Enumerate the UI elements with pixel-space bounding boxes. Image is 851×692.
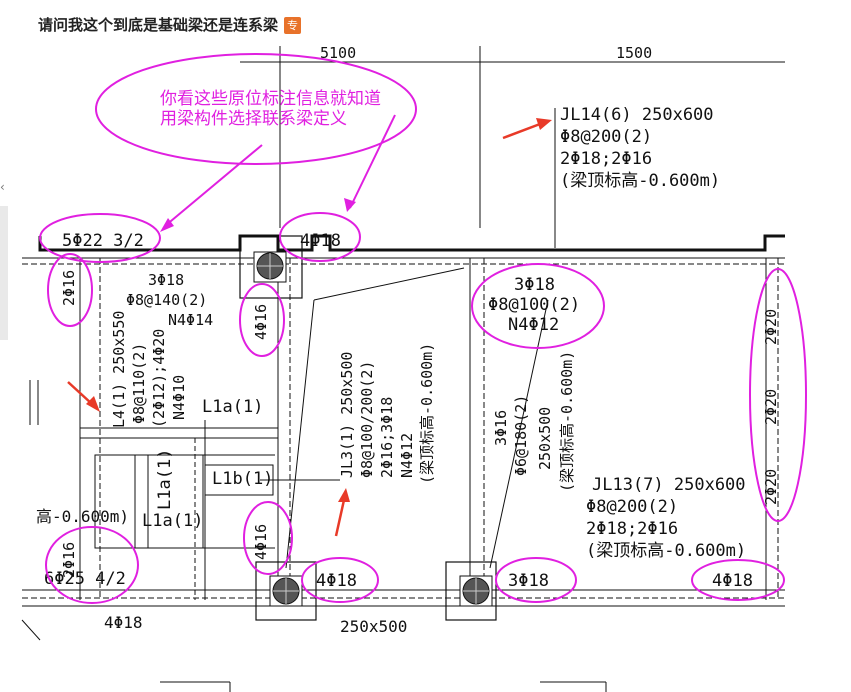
side-panel-edge: [0, 206, 8, 340]
rebar-right-v1: 2Φ20: [762, 309, 780, 345]
question-title: 请问我这个到底是基础梁还是连系梁专: [38, 14, 302, 35]
jl13-line2: Φ8@200(2): [586, 497, 678, 517]
l4-line1: L4(1) 250x550: [110, 311, 128, 428]
jl3-line1: JL3(1) 250x500: [338, 352, 356, 478]
jl14-line3: 2Φ18;2Φ16: [560, 149, 652, 169]
left-top-line1: 3Φ18: [148, 271, 184, 289]
right-vertical-line3: 250x500: [536, 407, 554, 470]
rebar-bottom-right: 4Φ18: [712, 571, 753, 591]
right-vertical-line1: 3Φ16: [492, 410, 510, 446]
annotation-text: 你看这些原位标注信息就知道 用梁构件选择联系梁定义: [160, 89, 381, 129]
center-top-line3: N4Φ12: [508, 315, 559, 335]
l1b-label-1: L1b(1): [212, 469, 273, 489]
rebar-col-vertical-bottom: 4Φ16: [252, 524, 270, 560]
cad-lines: [21, 46, 785, 692]
l1a-label-3: L1a(1): [142, 511, 203, 531]
column-marker: [269, 575, 303, 607]
right-vertical-line4: (梁顶标高-0.600m): [558, 351, 576, 492]
center-top-line2: Φ8@100(2): [488, 295, 580, 315]
jl13-line1: JL13(7) 250x600: [592, 475, 746, 495]
rebar-right-v2: 2Φ20: [762, 389, 780, 425]
l4-line3: (2Φ12);4Φ20: [150, 329, 168, 428]
red-arrows: [67, 118, 552, 537]
cad-text: 5100 1500 JL14(6) 250x600 Φ8@200(2) 2Φ18…: [36, 44, 780, 636]
center-top-line1: 3Φ18: [514, 275, 555, 295]
jl3-line3: 2Φ16;3Φ18: [378, 397, 396, 478]
column-marker: [459, 575, 493, 607]
left-top-line2: Φ8@140(2): [126, 291, 207, 309]
rebar-col-vertical-top: 4Φ16: [252, 304, 270, 340]
left-partial-elevation: 高-0.600m): [36, 507, 129, 526]
annotation-line1: 你看这些原位标注信息就知道: [160, 89, 381, 109]
rebar-bottom-center2: 3Φ18: [508, 571, 549, 591]
rebar-bottom-far-left: 4Φ18: [104, 613, 143, 632]
jl14-line1: JL14(6) 250x600: [560, 105, 714, 125]
l1a-label-1: L1a(1): [202, 397, 263, 417]
markup-circles: [39, 53, 807, 604]
dim-top-left: 5100: [320, 44, 356, 62]
l1a-label-2: L1a(1): [155, 449, 175, 510]
l4-line4: N4Φ10: [170, 375, 188, 420]
jl13-line3: 2Φ18;2Φ16: [586, 519, 678, 539]
rebar-top-left: 5Φ22 3/2: [62, 231, 144, 251]
rebar-right-v3: 2Φ20: [762, 469, 780, 505]
dim-top-right: 1500: [616, 44, 652, 62]
rebar-bottom-left: 6Φ25 4/2: [44, 569, 126, 589]
right-vertical-line2: Φ6@180(2): [512, 395, 530, 476]
jl14-line4: (梁顶标高-0.600m): [560, 171, 720, 191]
jl14-line2: Φ8@200(2): [560, 127, 652, 147]
jl3-line4: N4Φ12: [398, 433, 416, 478]
rebar-top-center: 4Φ18: [300, 231, 341, 251]
rebar-left-vertical-top: 2Φ16: [60, 270, 78, 306]
rebar-bottom-center: 4Φ18: [316, 571, 357, 591]
jl3-line5: (梁顶标高-0.600m): [418, 343, 436, 484]
jl13-line4: (梁顶标高-0.600m): [586, 541, 746, 561]
annotation-line2: 用梁构件选择联系梁定义: [160, 109, 347, 129]
rebar-left-vertical-bottom: 2Φ16: [60, 542, 78, 578]
l4-line2: Φ8@110(2): [130, 343, 148, 424]
question-text: 请问我这个到底是基础梁还是连系梁: [38, 16, 279, 34]
expert-badge-icon[interactable]: 专: [284, 17, 302, 34]
jl3-line2: Φ8@100/200(2): [358, 361, 376, 478]
markup-arrowheads: [160, 198, 356, 232]
annotation-bubble: [95, 53, 417, 165]
column-marker: [253, 251, 287, 283]
dim-bottom-middle: 250x500: [340, 617, 407, 636]
left-top-line3: N4Φ14: [168, 311, 213, 329]
collapse-chevron-icon[interactable]: ‹: [0, 180, 5, 194]
